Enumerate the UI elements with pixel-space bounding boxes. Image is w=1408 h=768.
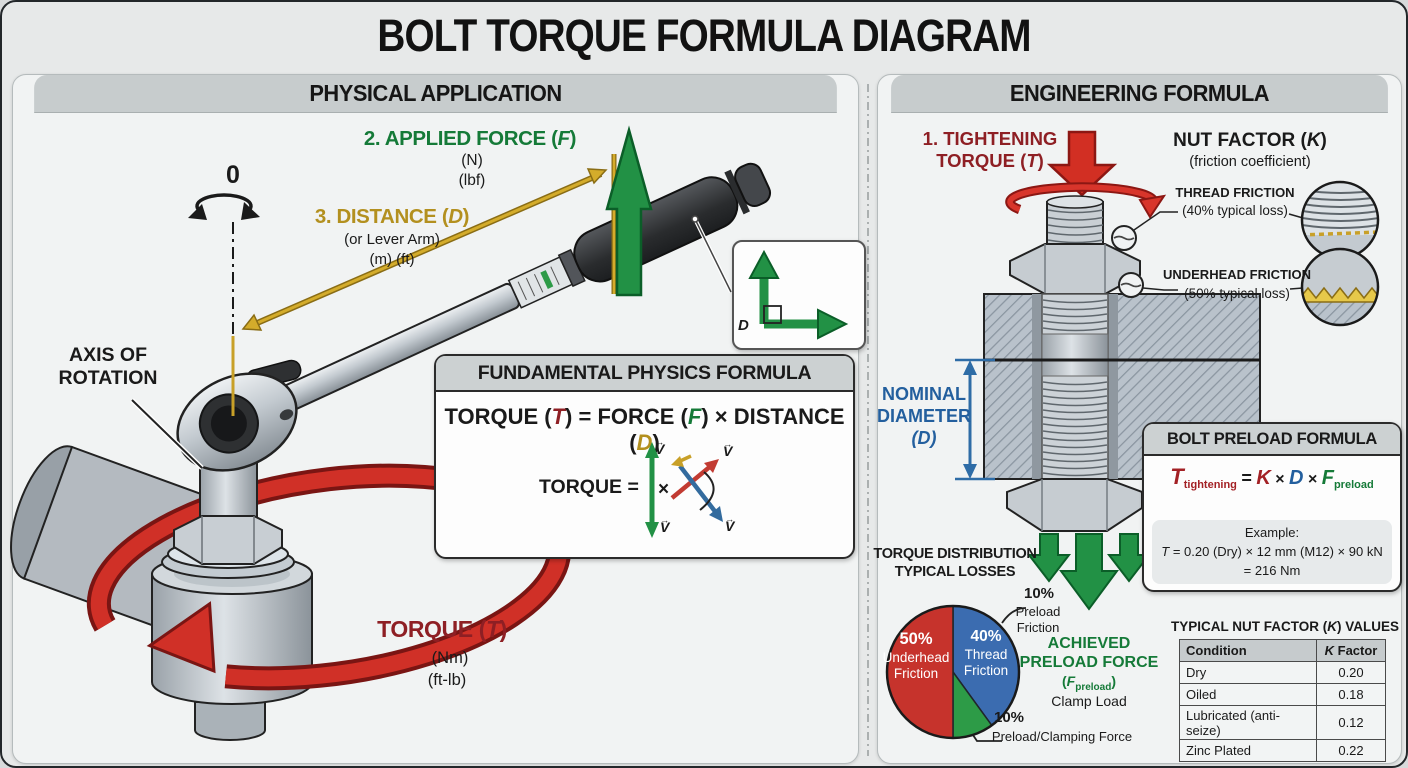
nut-table-title: TYPICAL NUT FACTOR (K) VALUES: [1170, 619, 1400, 634]
pie-red-label-2: Friction: [893, 666, 939, 681]
tightening-torque-label-1: 1. TIGHTENING: [922, 128, 1058, 149]
vector-v-bottom-left: →V: [660, 515, 670, 535]
applied-force-unit-lbf: (lbf): [458, 172, 486, 189]
pie-blue-label-2: Friction: [963, 663, 1009, 678]
torque-distribution-pie: [885, 604, 1021, 740]
pie-red-pct: 50%: [899, 630, 933, 648]
clamping-force-label: Preload/Clamping Force: [991, 729, 1133, 744]
vector-diagram: [645, 442, 723, 538]
preload-friction-pct: 10%: [1023, 585, 1055, 602]
distance-sub-label: (or Lever Arm): [344, 231, 440, 248]
distance-label: 3. DISTANCE (D): [314, 205, 470, 228]
preload-friction-label-1: Preload: [1015, 604, 1061, 619]
pie-red-label-1: Underhead: [882, 650, 950, 665]
table-header-row: Condition K Factor: [1179, 639, 1386, 662]
table-cell-condition: Dry: [1179, 661, 1317, 684]
table-cell-k: 0.22: [1316, 739, 1386, 762]
axis-of-rotation-label-1: AXIS OF: [68, 344, 148, 366]
applied-force-label: 2. APPLIED FORCE (F): [363, 127, 577, 150]
underhead-friction-label: UNDERHEAD FRICTION: [1162, 267, 1312, 282]
nut-factor-sub-label: (friction coefficient): [1189, 154, 1311, 170]
left-panel-header: PHYSICAL APPLICATION: [34, 75, 837, 113]
right-panel-header: ENGINEERING FORMULA: [891, 75, 1388, 113]
achieved-preload-label-2: PRELOAD FORCE: [1019, 654, 1159, 671]
table-row: Lubricated (anti-seize)0.12: [1179, 705, 1386, 740]
applied-force-unit-n: (N): [461, 152, 483, 169]
table-header-condition: Condition: [1179, 639, 1317, 662]
torque-unit-ftlb: (ft-lb): [427, 671, 467, 689]
thread-friction-sub: (40% typical loss): [1182, 203, 1288, 218]
distance-units-label: (m) (ft): [369, 251, 415, 268]
thread-friction-label: THREAD FRICTION: [1175, 185, 1295, 200]
table-header-k-factor: K Factor: [1316, 639, 1386, 662]
tightening-torque-label-2: TORQUE (T): [936, 150, 1044, 171]
clamping-force-pct: 10%: [993, 709, 1025, 726]
table-cell-condition: Zinc Plated: [1179, 739, 1317, 762]
physics-equation: TORQUE (T) = FORCE (F) × DISTANCE (D): [444, 404, 845, 455]
table-cell-condition: Oiled: [1179, 683, 1317, 706]
nominal-diameter-label-1: NOMINAL: [882, 384, 966, 404]
pie-blue-label-1: Thread: [964, 647, 1008, 662]
distribution-title-1: TORQUE DISTRIBUTION: [873, 546, 1037, 562]
underhead-friction-sub: (50% typical loss): [1184, 286, 1290, 301]
page-title: BOLT TORQUE FORMULA DIAGRAM: [377, 10, 1031, 61]
perpendicular-inset-box: [732, 240, 866, 350]
table-cell-k: 0.12: [1316, 705, 1386, 740]
vector-v-bottom-right: →V: [725, 514, 735, 534]
achieved-preload-label-1: ACHIEVED: [1047, 635, 1131, 652]
vector-v-top-left: →V: [655, 437, 665, 457]
cross-product-sign: ×: [658, 479, 670, 500]
preload-box-header: BOLT PRELOAD FORMULA: [1144, 424, 1400, 456]
pie-blue-pct: 40%: [970, 628, 1002, 645]
distribution-title-2: TYPICAL LOSSES: [894, 564, 1016, 580]
nut-factor-label: NUT FACTOR (K): [1173, 130, 1327, 151]
axis-of-rotation-label-2: ROTATION: [58, 367, 158, 389]
torque-unit-nm: (Nm): [431, 649, 469, 667]
torque-label: TORQUE (T): [377, 616, 507, 642]
table-cell-condition: Lubricated (anti-seize): [1179, 705, 1317, 740]
table-cell-k: 0.18: [1316, 683, 1386, 706]
vector-v-top-right: →V: [723, 439, 733, 459]
bolt-preload-formula-box: BOLT PRELOAD FORMULA Ttightening = K × D…: [1142, 422, 1402, 592]
preload-formula: Ttightening = K × D × Fpreload: [1170, 464, 1374, 492]
preload-friction-label-2: Friction: [1016, 620, 1060, 635]
nominal-diameter-label-3: (D): [911, 428, 937, 448]
inset-d-label: D: [738, 317, 749, 334]
clamp-load-label: Clamp Load: [1051, 693, 1127, 709]
physics-box-header: FUNDAMENTAL PHYSICS FORMULA: [436, 356, 853, 392]
nominal-diameter-label-2: DIAMETER: [877, 406, 971, 426]
physics-formula-box: FUNDAMENTAL PHYSICS FORMULA TORQUE (T) =…: [434, 354, 855, 559]
preload-example: Example: T = 0.20 (Dry) × 12 mm (M12) × …: [1152, 520, 1392, 584]
pivot-zero-label: 0: [226, 161, 240, 189]
achieved-preload-symbol: (Fpreload): [1061, 673, 1117, 693]
perpendicular-arrows: [748, 249, 849, 340]
table-cell-k: 0.20: [1316, 661, 1386, 684]
